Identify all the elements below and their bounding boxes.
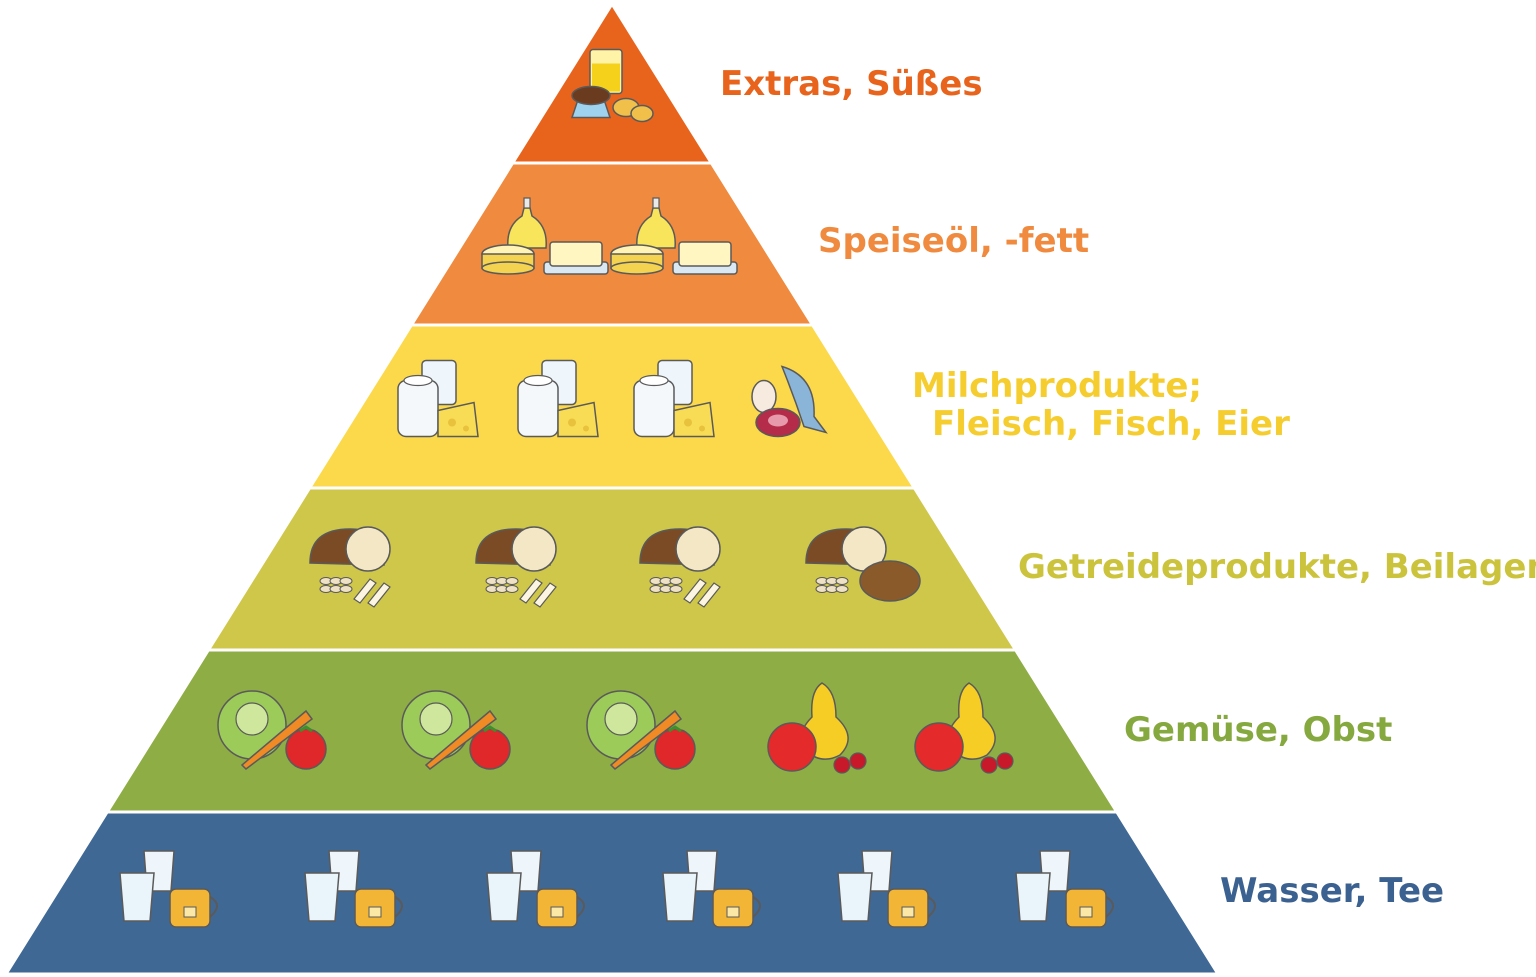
water-glasses-tea-icon [662,850,761,928]
bread-grain-pasta-icon [639,526,721,608]
level-label-line: Wasser, Tee [1220,871,1444,911]
water-glasses-tea-icon [837,850,936,928]
level-label-grains: Getreideprodukte, Beilagen [1018,547,1536,587]
pyramid-level-protein: Milchprodukte;Fleisch, Fisch, Eier [306,323,1290,490]
level-label-protein: Milchprodukte;Fleisch, Fisch, Eier [912,366,1290,444]
oil-bottle-butter-icon [481,197,609,275]
level-label-line: Milchprodukte; [912,366,1202,406]
bread-grain-pasta-icon [475,526,557,608]
water-glasses-tea-icon [486,850,585,928]
level-label-line: Fleisch, Fisch, Eier [932,404,1290,444]
pyramid-level-oils: Speiseöl, -fett [408,161,1089,327]
level-label-line: Extras, Süßes [720,64,983,104]
water-glasses-tea-icon [119,850,218,928]
pyramid-level-grains: Getreideprodukte, Beilagen [205,486,1536,652]
pyramid-tier-oils [408,161,816,327]
level-label-produce: Gemüse, Obst [1124,710,1392,750]
level-label-oils: Speiseöl, -fett [818,221,1089,261]
milk-cheese-icon [397,359,479,438]
bread-grain-potato-icon [805,526,921,602]
level-label-extras: Extras, Süßes [720,64,983,104]
apple-pear-cherry-icon [767,682,867,774]
apple-pear-cherry-icon [914,682,1014,774]
water-glasses-tea-icon [304,850,403,928]
milk-cheese-icon [517,359,599,438]
pyramid-level-drinks: Wasser, Tee [3,810,1444,976]
bread-grain-pasta-icon [309,526,391,608]
level-label-line: Speiseöl, -fett [818,221,1089,261]
pyramid-tier-drinks [3,810,1221,976]
oil-bottle-butter-icon [610,197,738,275]
water-glasses-tea-icon [1015,850,1114,928]
level-label-line: Getreideprodukte, Beilagen [1018,547,1536,587]
pyramid-level-produce: Gemüse, Obst [104,648,1392,814]
juice-glass-cupcake-chips-icon [570,48,654,123]
egg-meat-fish-icon [751,365,828,438]
milk-cheese-icon [633,359,715,438]
level-label-drinks: Wasser, Tee [1220,871,1444,911]
pyramid-level-extras: Extras, Süßes [509,1,983,165]
lettuce-carrot-tomato-icon [586,690,696,770]
level-label-line: Gemüse, Obst [1124,710,1392,750]
lettuce-carrot-tomato-icon [217,690,327,770]
lettuce-carrot-tomato-icon [401,690,511,770]
